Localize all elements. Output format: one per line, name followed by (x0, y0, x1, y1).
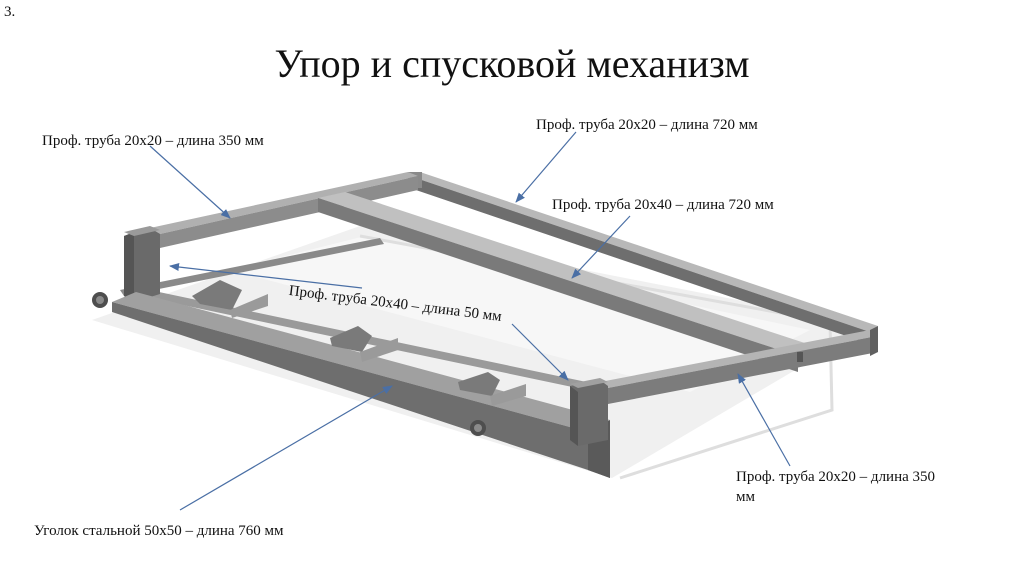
callout-tube-20x20-350-right-line2: мм (736, 489, 755, 505)
callout-tube-20x20-350-left: Проф. труба 20х20 – длина 350 мм (42, 133, 264, 149)
slide-number: 3. (4, 4, 16, 20)
arrow-tube-20x40-720 (571, 215, 631, 279)
arrow-tube-20x40-50-right (511, 323, 569, 381)
callout-tube-20x20-720: Проф. труба 20х20 – длина 720 мм (536, 117, 758, 133)
arrow-tube-20x20-720 (515, 131, 577, 203)
arrow-tube-20x20-350-right (737, 373, 791, 467)
callout-angle-760: Уголок стальной 50х50 – длина 760 мм (34, 523, 284, 539)
arrow-angle-760 (179, 385, 393, 511)
ground-shadow (92, 226, 870, 480)
callout-arrows (149, 131, 791, 511)
left-post (124, 226, 160, 302)
right-post (570, 378, 608, 446)
arrow-tube-20x40-50-left (169, 263, 363, 289)
slide-title: Упор и спусковой механизм (274, 41, 750, 86)
middle-tube-20x40 (318, 192, 820, 372)
stop-flaps (192, 280, 526, 406)
right-side-rail-tube (600, 326, 878, 404)
bolt-nuts (92, 292, 486, 436)
arrow-tube-20x20-350-left (149, 145, 231, 219)
callout-tube-20x20-350-right-line1: Проф. труба 20х20 – длина 350 (736, 469, 936, 485)
callout-tube-20x40-720: Проф. труба 20х40 – длина 720 мм (552, 197, 774, 213)
